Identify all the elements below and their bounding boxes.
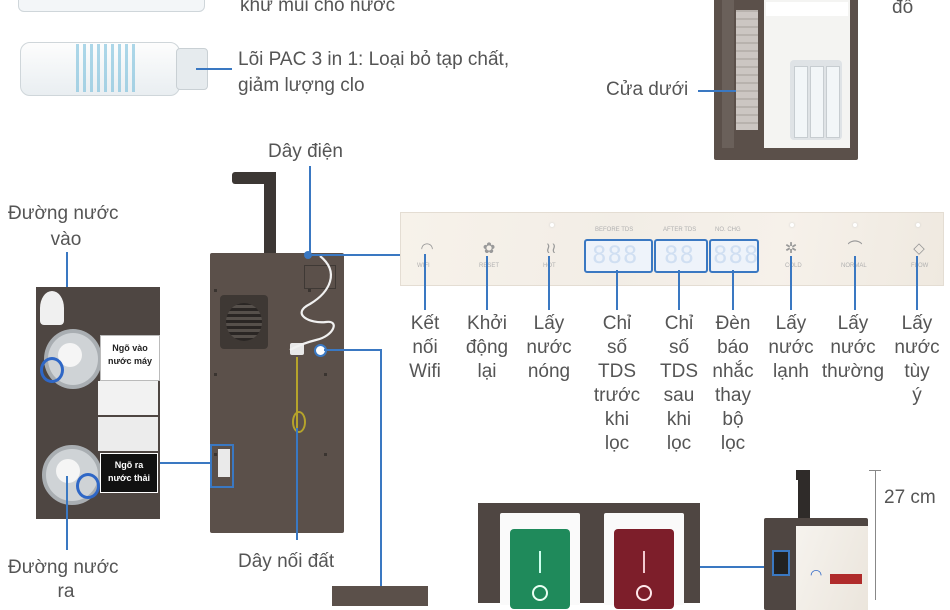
feature-pointer-wifi bbox=[424, 254, 426, 310]
power-cord-label: Dây điện bbox=[268, 141, 343, 162]
hot-water-icon[interactable]: ≀≀ bbox=[545, 240, 557, 257]
water-out-label-1: Đường nước bbox=[8, 557, 119, 578]
red-switch[interactable] bbox=[614, 529, 674, 609]
water-out-pointer bbox=[66, 476, 68, 550]
inlet-tag-line1: Ngõ vào bbox=[112, 343, 148, 353]
ground-wire-label: Dây nối đất bbox=[238, 551, 335, 572]
water-port-pointer bbox=[160, 462, 212, 464]
pac-filter-pointer bbox=[196, 68, 232, 70]
normal-water-icon[interactable]: ⌒ bbox=[847, 240, 863, 257]
feature-pointer-cold bbox=[790, 256, 792, 310]
display-head-3: NO. CHG bbox=[715, 227, 741, 233]
flow-water-icon[interactable]: ◇ bbox=[913, 240, 925, 257]
feature-pointer-flow bbox=[916, 256, 918, 310]
water-in-label-1: Đường nước bbox=[8, 203, 119, 224]
dispenser-front-unit: ◠ bbox=[760, 470, 870, 610]
control-panel: ◠ WIFI ✿ RESET ≀≀ HOT BEFORE TDS AFTER T… bbox=[400, 212, 944, 286]
normal-water-icon-caption: NORMAL bbox=[841, 263, 867, 269]
display-head-2: AFTER TDS bbox=[663, 227, 697, 233]
ground-pointer-v bbox=[380, 349, 382, 600]
water-out-label-2: ra bbox=[57, 581, 75, 602]
outlet-tag-line1: Ngõ ra bbox=[114, 460, 144, 470]
wifi-icon-caption: WIFI bbox=[417, 263, 430, 269]
green-switch[interactable] bbox=[510, 529, 570, 609]
flow-water-icon-caption: FLOW bbox=[911, 263, 929, 269]
panel-pointer-h bbox=[312, 254, 402, 256]
reset-icon[interactable]: ✿ bbox=[482, 240, 496, 257]
filter-cartridge-top bbox=[18, 0, 205, 12]
feature-pointer-hot bbox=[548, 256, 550, 310]
power-cord-pointer bbox=[309, 166, 311, 270]
inlet-tag-line2: nước máy bbox=[108, 356, 152, 366]
cabinet-corner-text: đồ bbox=[892, 0, 914, 18]
switch-pointer bbox=[700, 566, 774, 568]
outlet-tag-line2: nước thải bbox=[108, 473, 150, 483]
ground-pointer-h bbox=[324, 349, 382, 351]
power-cable bbox=[289, 255, 335, 351]
faucet bbox=[232, 172, 278, 258]
power-switches-closeup bbox=[478, 503, 700, 609]
pac-filter-text-1: Lõi PAC 3 in 1: Loại bỏ tạp chất, bbox=[238, 49, 510, 70]
port-closeup-stub bbox=[332, 586, 428, 606]
filter-top-text: khử mùi cho nước bbox=[240, 0, 396, 16]
cabinet-door-label: Cửa dưới bbox=[606, 79, 689, 100]
cold-water-icon-caption: COLD bbox=[785, 263, 802, 269]
wifi-icon[interactable]: ◠ bbox=[420, 240, 434, 257]
pac-filter-text-2: giảm lượng clo bbox=[238, 75, 365, 96]
filter-reminder-display: 888 bbox=[709, 239, 759, 273]
tds-before-display: 888 bbox=[584, 239, 653, 273]
feature-pointer-tds-before bbox=[616, 270, 618, 310]
water-port-highlight bbox=[210, 444, 234, 488]
feature-pointer-normal bbox=[854, 256, 856, 310]
ground-wire-pointer bbox=[296, 428, 298, 540]
feature-pointer-reset bbox=[486, 256, 488, 310]
water-ports-closeup: Ngõ vào nước máy Ngõ ra nước thải bbox=[36, 287, 160, 519]
reset-icon-caption: RESET bbox=[479, 263, 500, 269]
display-head-1: BEFORE TDS bbox=[595, 227, 634, 233]
pac-filter-cartridge bbox=[20, 40, 210, 96]
dimension-height-label: 27 cm bbox=[884, 487, 936, 508]
cabinet-door-pointer bbox=[698, 90, 736, 92]
dimension-arrow-top bbox=[869, 470, 881, 471]
cold-water-icon[interactable]: ✲ bbox=[784, 240, 798, 257]
power-cord-dot bbox=[304, 251, 312, 259]
feature-pointer-tds-after bbox=[678, 270, 680, 310]
feature-pointer-filter bbox=[732, 270, 734, 310]
cabinet-lower-door bbox=[714, 0, 858, 160]
dimension-line bbox=[875, 470, 876, 600]
water-in-label-2: vào bbox=[50, 229, 82, 250]
front-wifi-icon: ◠ bbox=[810, 566, 823, 582]
tds-after-display: 88 bbox=[654, 239, 708, 273]
